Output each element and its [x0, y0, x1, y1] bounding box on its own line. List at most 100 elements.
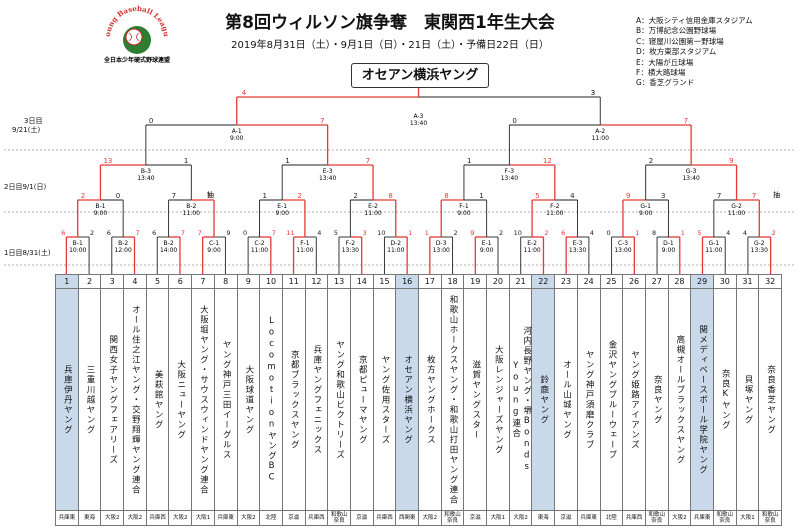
- team-region: 大阪1: [486, 510, 510, 526]
- match-score-left: 5: [697, 229, 701, 237]
- match-score-left: 8: [652, 229, 656, 237]
- team-number: 13: [327, 274, 351, 289]
- team-region: 大阪1: [191, 510, 215, 526]
- team-name: 河内長野ヤング・堺Bonds Young連合: [510, 326, 532, 474]
- match-code: C-3: [618, 240, 628, 247]
- team-number: 20: [486, 274, 510, 289]
- match-time: 9:00: [94, 210, 108, 217]
- match-time: 9:00: [207, 247, 221, 254]
- team-number: 15: [372, 274, 397, 289]
- team-name: オセアン横浜ヤング: [402, 355, 413, 445]
- match-score-right: 2: [90, 229, 94, 237]
- match-score-right: 3: [661, 192, 665, 200]
- team-name-cell: 京都ピューマヤング: [349, 288, 374, 511]
- match-score-right: 4: [317, 229, 321, 237]
- team-name-cell: 美萩館ヤング: [145, 288, 170, 511]
- match-time: 11:00: [592, 135, 609, 142]
- team-region: 兵庫西: [145, 510, 170, 526]
- team-number: 8: [213, 274, 238, 289]
- team-region: 兵庫西: [304, 510, 329, 526]
- match-score-left: 6: [561, 229, 565, 237]
- team-number: 4: [123, 274, 147, 289]
- match-time: 13:00: [614, 247, 631, 254]
- team-number: 29: [690, 274, 714, 289]
- team-name-cell: オセアン横浜ヤング: [395, 288, 419, 511]
- team-name-cell: 大阪ニューヤング: [168, 288, 193, 511]
- team-name: 大阪球道ヤング: [243, 365, 254, 435]
- match-score-right: 3: [363, 229, 367, 237]
- match-code: F-2: [346, 240, 356, 247]
- match-code: C-1: [209, 240, 219, 247]
- match-score-right: 7: [272, 229, 276, 237]
- match-time: 9:00: [230, 135, 244, 142]
- match-score-left: 1: [285, 157, 289, 165]
- match-score-left: 8: [444, 192, 448, 200]
- team-name: 関メディベースボール学院ヤング: [697, 325, 708, 475]
- team-region: 大阪2: [236, 510, 261, 526]
- team-name: LocomotionヤングBC: [266, 316, 277, 484]
- match-code: G-2: [731, 203, 742, 210]
- match-score-left: 10: [377, 229, 385, 237]
- team-region: 兵庫西: [622, 510, 646, 526]
- team-region: 兵庫西: [372, 510, 397, 526]
- league-logo: Young Baseball League 全日本少年硬式野球連盟: [93, 0, 178, 64]
- team-name: 美萩館ヤング: [153, 370, 164, 430]
- match-time: 11:00: [523, 247, 540, 254]
- team-name-cell: 貝塚ヤング: [735, 288, 760, 511]
- venue-item: C：寝屋川公園第一野球場: [636, 36, 724, 46]
- match-code: G-1: [640, 203, 651, 210]
- team-name-cell: 滋賀ヤングスター: [463, 288, 488, 511]
- match-time: 10:00: [69, 247, 86, 254]
- match-score-right: 7: [320, 117, 324, 125]
- match-code: B-3: [141, 168, 151, 175]
- team-region: 大阪2: [168, 510, 193, 526]
- match-score-left: 0: [512, 117, 516, 125]
- match-score-right: 9: [729, 157, 733, 165]
- venue-item: B：万博記念公園野球場: [636, 26, 717, 36]
- match-score-right: 4: [590, 229, 594, 237]
- team-number: 28: [667, 274, 692, 289]
- team-number: 2: [77, 274, 102, 289]
- team-name: 高槻オールブラックスヤング: [674, 335, 685, 465]
- round-label-day3-line2: 9/21(土): [12, 126, 41, 134]
- team-number: 27: [644, 274, 669, 289]
- match-score-right: 7: [366, 157, 370, 165]
- team-name: 鈴鹿ヤング: [538, 375, 549, 425]
- team-name: オール山城ヤング: [561, 360, 572, 440]
- match-code: D-2: [390, 240, 401, 247]
- team-number: 7: [191, 274, 215, 289]
- team-region: 大阪2: [667, 510, 692, 526]
- match-time: 9:00: [662, 247, 676, 254]
- team-name-cell: 大阪球道ヤング: [236, 288, 261, 511]
- team-name: 和歌山ホークスヤング・和歌山打田ヤング連合: [448, 295, 459, 505]
- match-score-left: 9: [626, 192, 630, 200]
- team-region: 和歌山奈良: [712, 510, 737, 526]
- team-region: 和歌山奈良: [440, 510, 465, 526]
- match-score-right: 1: [479, 192, 483, 200]
- match-time: 11:00: [546, 210, 563, 217]
- team-region: 兵庫東: [690, 510, 714, 526]
- team-number: 18: [440, 274, 465, 289]
- team-region: 兵庫東: [55, 510, 79, 526]
- match-score-left: 1: [467, 157, 471, 165]
- team-region: 東海: [531, 510, 556, 526]
- match-score-right: 7: [207, 192, 211, 200]
- lottery-mark: 抽: [207, 190, 214, 199]
- round-label-day2: 2日目9/1(日): [4, 183, 47, 191]
- team-name: 金沢ヤングブルーウェーブ: [606, 340, 617, 460]
- team-name-cell: 金沢ヤングブルーウェーブ: [599, 288, 624, 511]
- team-region: 和歌山奈良: [758, 510, 782, 526]
- match-time: 13:30: [569, 247, 586, 254]
- match-score-right: 0: [116, 192, 120, 200]
- match-time: 12:00: [115, 247, 132, 254]
- match-code: D-1: [663, 240, 674, 247]
- team-name: 兵庫伊丹ヤング: [62, 365, 73, 435]
- team-region: 大阪2: [418, 510, 442, 526]
- team-name: 関西女子ヤングフェアリーズ: [107, 335, 118, 465]
- team-name: 大阪レンジャーズヤング: [493, 345, 504, 455]
- team-region: 大阪2: [508, 510, 533, 526]
- team-region: 東海: [77, 510, 102, 526]
- team-number: 9: [236, 274, 261, 289]
